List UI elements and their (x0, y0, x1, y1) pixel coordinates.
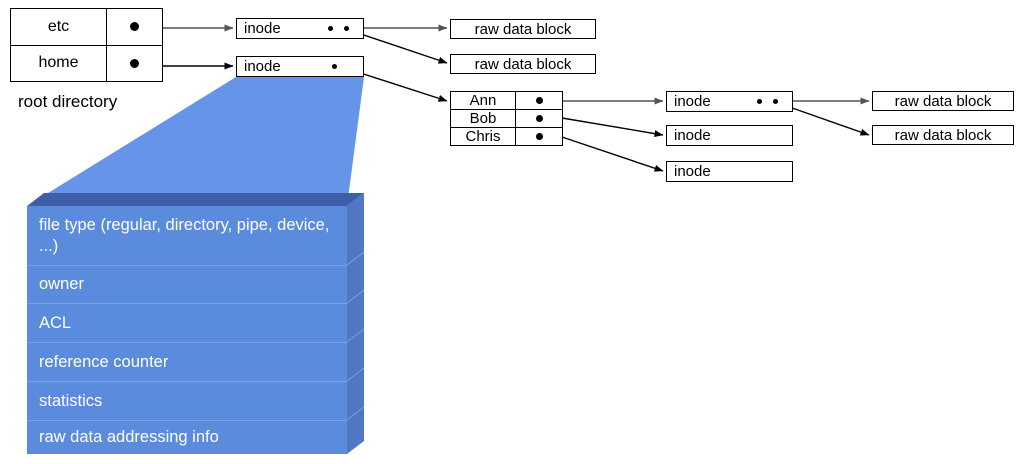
root-dir-entry-pointer[interactable] (107, 9, 162, 45)
pointer-dot-icon (757, 99, 762, 104)
inode-label: inode (674, 93, 711, 110)
inode-box-bob[interactable]: inode (666, 125, 793, 146)
inode-detail-row-acl: ACL (27, 303, 347, 342)
home-dir-entry-name: Ann (451, 92, 516, 109)
pointer-dot-icon (535, 115, 543, 122)
raw-data-block[interactable]: raw data block (872, 91, 1014, 111)
raw-data-block[interactable]: raw data block (450, 19, 596, 39)
table-row[interactable]: Bob (451, 110, 562, 128)
raw-data-block[interactable]: raw data block (872, 125, 1014, 145)
pointer-dot-icon (773, 99, 778, 104)
pointer-dot-icon (344, 26, 349, 31)
root-dir-entry-pointer[interactable] (107, 46, 162, 82)
inode-detail-top-face (27, 193, 364, 206)
pointer-dot-icon (535, 97, 543, 104)
raw-data-block-label: raw data block (474, 55, 572, 73)
inode-detail-row-owner: owner (27, 265, 347, 303)
inode-label: inode (244, 58, 281, 75)
pointer-dot-icon (130, 58, 139, 68)
raw-data-block-label: raw data block (474, 20, 572, 38)
inode-detail-row-reference-counter: reference counter (27, 342, 347, 381)
inode-label: inode (674, 127, 711, 144)
arrow-inodeetc-to-raw2 (348, 29, 448, 64)
pointer-dot-icon (535, 133, 543, 140)
inode-pointer-dots (332, 57, 337, 76)
arrow-inodeann-to-raw2 (777, 102, 870, 136)
home-dir-entry-pointer[interactable] (516, 128, 562, 145)
inode-pointer-dots (328, 19, 349, 38)
table-row[interactable]: etc (11, 9, 162, 46)
pointer-dot-icon (332, 64, 337, 69)
root-directory-table: etc home (10, 8, 163, 82)
inode-box-chris[interactable]: inode (666, 161, 793, 182)
raw-data-block-label: raw data block (894, 92, 992, 110)
inode-box-home[interactable]: inode (236, 56, 364, 77)
inode-box-etc[interactable]: inode (236, 18, 364, 39)
raw-data-block[interactable]: raw data block (450, 54, 596, 74)
root-dir-entry-name: etc (11, 9, 107, 45)
root-dir-entry-name: home (11, 45, 107, 81)
home-dir-entry-name: Chris (451, 128, 516, 145)
inode-pointer-dots (757, 92, 778, 111)
root-directory-caption: root directory (18, 92, 118, 111)
raw-data-block-label: raw data block (894, 126, 992, 144)
inode-detail-row-statistics: statistics (27, 381, 347, 420)
table-row[interactable]: home (11, 45, 162, 82)
inode-detail-row-raw-data-addressing: raw data addressing info (27, 420, 347, 454)
table-row[interactable]: Ann (451, 92, 562, 110)
pointer-dot-icon (130, 22, 139, 32)
inode-detail-row-file-type: file type (regular, directory, pipe, dev… (39, 216, 330, 255)
home-dir-entry-name: Bob (451, 110, 516, 127)
table-row[interactable]: Chris (451, 128, 562, 145)
arrow-bob-to-inode (561, 117, 664, 138)
inode-box-ann[interactable]: inode (666, 91, 793, 112)
arrow-chris-to-inode (561, 136, 664, 172)
home-directory-table: Ann Bob Chris (450, 91, 563, 146)
inode-label: inode (244, 20, 281, 37)
inode-detail-funnel (27, 77, 364, 206)
pointer-dot-icon (328, 26, 333, 31)
inode-detail-front-face: file type (regular, directory, pipe, dev… (27, 206, 347, 454)
home-dir-entry-pointer[interactable] (516, 110, 562, 127)
inode-label: inode (674, 163, 711, 180)
inode-detail-side-face (347, 193, 364, 454)
home-dir-entry-pointer[interactable] (516, 92, 562, 109)
